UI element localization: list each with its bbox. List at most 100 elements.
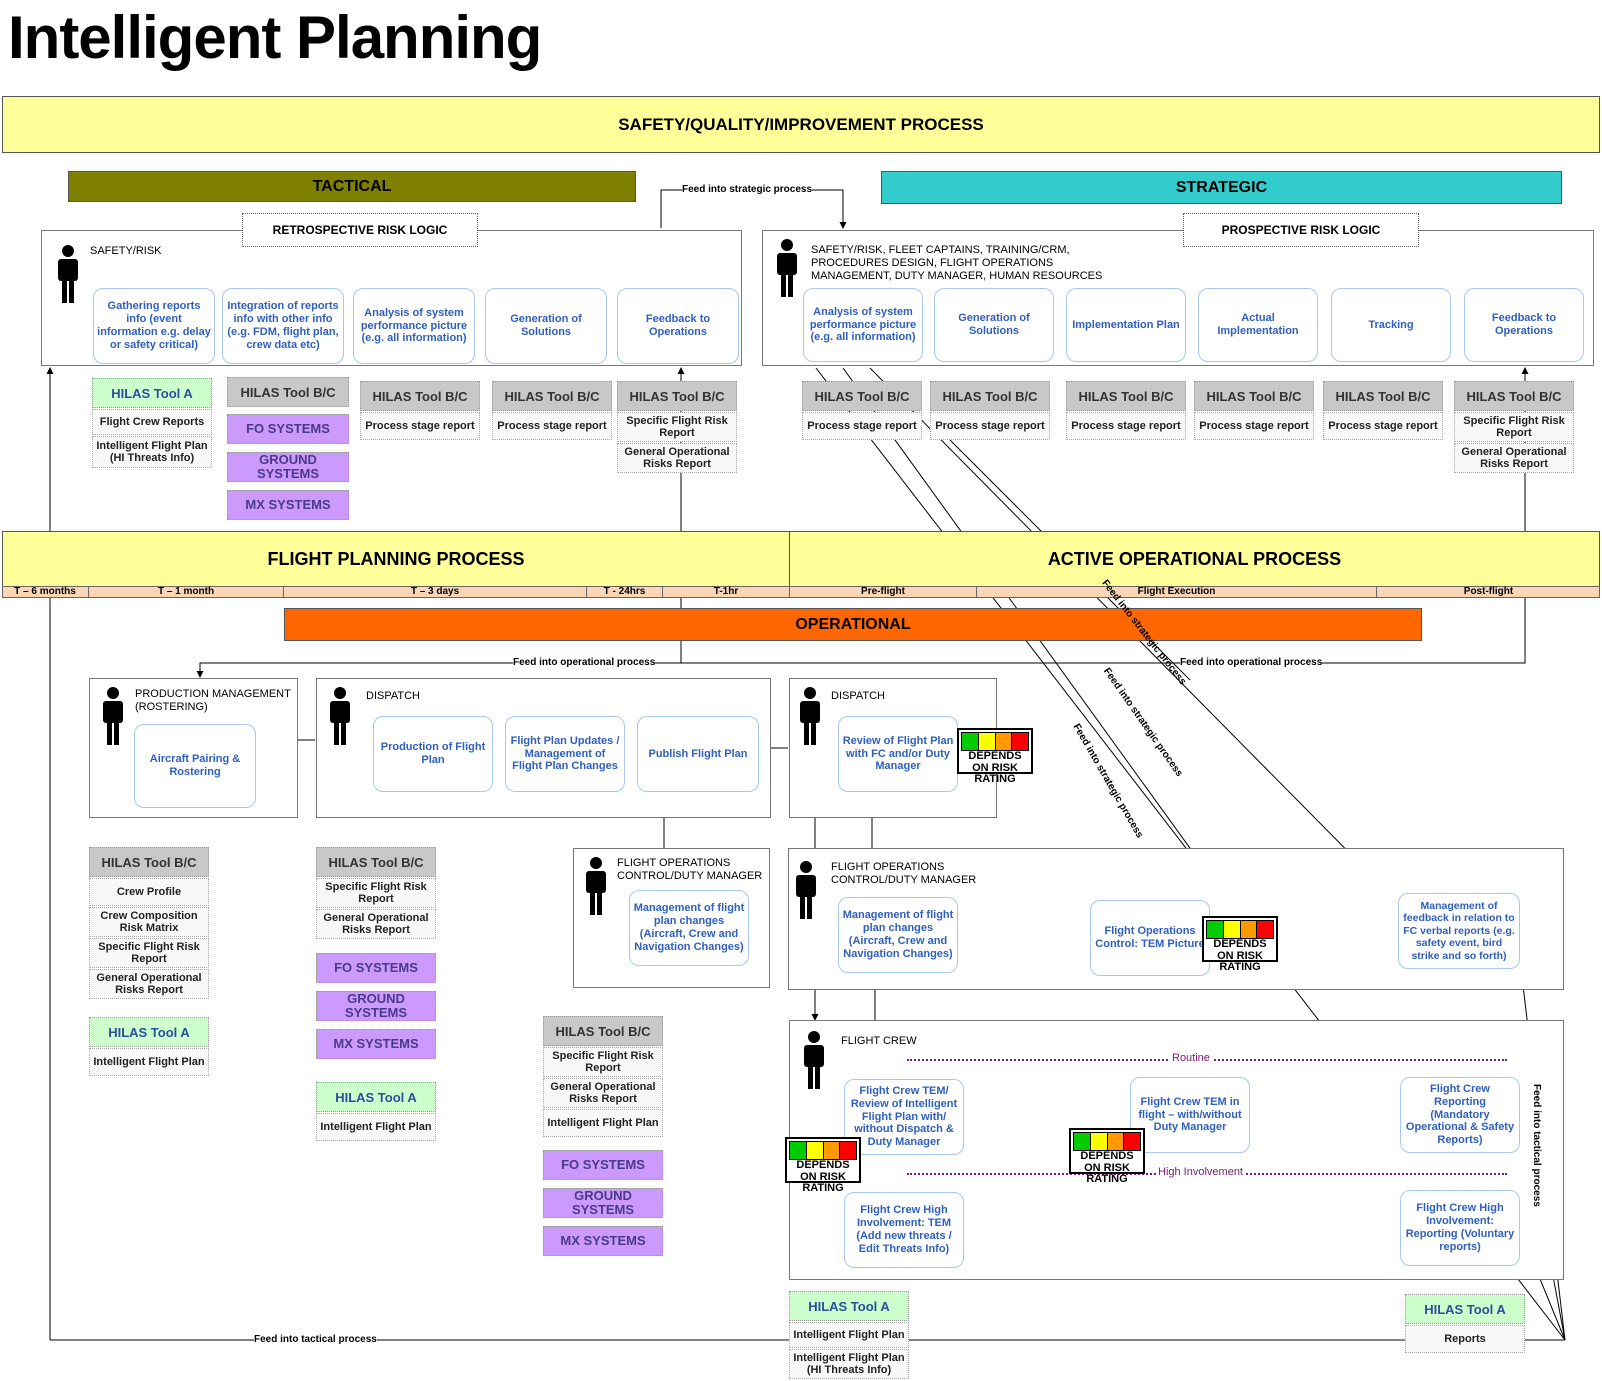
tool-item: General Operational Risks Report	[89, 969, 209, 999]
feed-tactical-label: Feed into tactical process	[1531, 1084, 1542, 1207]
timeline-tick: T-1hr	[663, 586, 790, 598]
tool-item: Process stage report	[802, 412, 922, 440]
person-icon	[800, 687, 820, 745]
strategic-stage-implementation-plan[interactable]: Implementation Plan	[1066, 288, 1186, 362]
hilas-tool-bc: HILAS Tool B/C	[617, 381, 737, 411]
flight-crew-role: FLIGHT CREW	[841, 1035, 917, 1047]
hilas-tool-bc: HILAS Tool B/C	[1194, 381, 1314, 411]
timeline-tick: Post-flight	[1463, 586, 1514, 597]
person-icon	[330, 687, 350, 745]
tool-item: Specific Flight Risk Report	[617, 412, 737, 442]
page-title: Intelligent Planning	[8, 4, 542, 71]
tool-item: Intelligent Flight Plan	[543, 1109, 663, 1137]
hilas-tool-bc: HILAS Tool B/C	[930, 381, 1050, 411]
hilas-tool-bc: HILAS Tool B/C	[316, 847, 436, 877]
strategic-stage-actual-implementation[interactable]: Actual Implementation	[1198, 288, 1318, 362]
tool-item: Process stage report	[492, 412, 612, 440]
strategic-stage-generation[interactable]: Generation of Solutions	[934, 288, 1054, 362]
tool-item: Specific Flight Risk Report	[1454, 412, 1574, 442]
stage-flight-plan-updates[interactable]: Flight Plan Updates / Management of Flig…	[505, 716, 625, 792]
timeline-bar	[2, 586, 1600, 598]
risk-rating-label: DEPENDS ON RISK RATING	[1080, 1150, 1134, 1186]
mx-systems: MX SYSTEMS	[227, 490, 349, 520]
foc-role: FLIGHT OPERATIONS CONTROL/DUTY MANAGER	[617, 857, 763, 882]
hilas-tool-bc: HILAS Tool B/C	[802, 381, 922, 411]
timeline-tick: Pre-flight	[790, 586, 977, 598]
fo-systems: FO SYSTEMS	[543, 1150, 663, 1180]
person-icon	[796, 861, 816, 919]
safety-process-band: SAFETY/QUALITY/IMPROVEMENT PROCESS	[2, 96, 1600, 153]
strategic-band: STRATEGIC	[881, 171, 1562, 204]
strategic-stage-feedback[interactable]: Feedback to Operations	[1464, 288, 1584, 362]
tactical-stage-generation[interactable]: Generation of Solutions	[485, 288, 607, 364]
tactical-band: TACTICAL	[68, 171, 636, 202]
feed-operational-label: Feed into operational process	[1180, 657, 1323, 668]
stage-foc-tem-picture[interactable]: Flight Operations Control: TEM Picture	[1090, 900, 1210, 976]
tactical-stage-analysis[interactable]: Analysis of system performance picture (…	[353, 288, 475, 364]
strategic-role: SAFETY/RISK, FLEET CAPTAINS, TRAINING/CR…	[811, 244, 1103, 282]
production-role: PRODUCTION MANAGEMENT (ROSTERING)	[135, 688, 291, 713]
tool-item: Crew Profile	[89, 878, 209, 906]
stage-management-feedback[interactable]: Management of feedback in relation to FC…	[1398, 893, 1520, 969]
hilas-tool-a: HILAS Tool A	[1405, 1294, 1525, 1324]
active-operational-band: ACTIVE OPERATIONAL PROCESS	[789, 531, 1600, 587]
ground-systems: GROUND SYSTEMS	[543, 1188, 663, 1218]
tool-item: Intelligent Flight Plan	[89, 1048, 209, 1076]
tool-item: Reports	[1405, 1325, 1525, 1353]
stage-management-flight-plan-changes[interactable]: Management of flight plan changes (Aircr…	[629, 890, 749, 966]
person-icon	[586, 857, 606, 915]
hilas-tool-a: HILAS Tool A	[92, 378, 212, 408]
stage-review-flight-plan[interactable]: Review of Flight Plan with FC and/or Dut…	[838, 716, 958, 792]
timeline-tick: T – 3 days	[284, 586, 587, 598]
person-icon	[777, 239, 797, 297]
tool-item: General Operational Risks Report	[617, 443, 737, 473]
tactical-role: SAFETY/RISK	[90, 245, 162, 257]
hilas-tool-bc: HILAS Tool B/C	[1323, 381, 1443, 411]
stage-aircraft-pairing[interactable]: Aircraft Pairing & Rostering	[134, 724, 256, 808]
hilas-tool-a: HILAS Tool A	[316, 1082, 436, 1112]
stage-crew-tem-review[interactable]: Flight Crew TEM/ Review of Intelligent F…	[844, 1079, 964, 1155]
risk-rating-indicator: DEPENDS ON RISK RATING	[957, 728, 1033, 785]
tool-item: General Operational Risks Report	[1454, 443, 1574, 473]
mx-systems: MX SYSTEMS	[543, 1226, 663, 1256]
feed-strategic-label: Feed into strategic process	[682, 184, 813, 195]
tool-item: Intelligent Flight Plan (HI Threats Info…	[92, 436, 212, 468]
strategic-stage-tracking[interactable]: Tracking	[1331, 288, 1451, 362]
tool-item: General Operational Risks Report	[316, 909, 436, 939]
fo-systems: FO SYSTEMS	[316, 953, 436, 983]
tool-item: Process stage report	[930, 412, 1050, 440]
hilas-tool-bc: HILAS Tool B/C	[543, 1016, 663, 1046]
tool-item: Process stage report	[1066, 412, 1186, 440]
tool-item: Specific Flight Risk Report	[543, 1047, 663, 1077]
tactical-stage-feedback[interactable]: Feedback to Operations	[617, 288, 739, 364]
timeline-tick: T – 1 month	[89, 586, 284, 598]
stage-management-flight-plan-changes[interactable]: Management of flight plan changes (Aircr…	[838, 897, 958, 973]
stage-crew-high-tem[interactable]: Flight Crew High Involvement: TEM (Add n…	[844, 1192, 964, 1268]
tactical-stage-gathering[interactable]: Gathering reports info (event informatio…	[93, 288, 215, 364]
hilas-tool-bc: HILAS Tool B/C	[360, 381, 480, 411]
stage-crew-high-reporting[interactable]: Flight Crew High Involvement: Reporting …	[1400, 1190, 1520, 1266]
dispatch-role: DISPATCH	[831, 690, 885, 702]
risk-rating-indicator: DEPENDS ON RISK RATING	[785, 1137, 861, 1194]
tool-item: Flight Crew Reports	[92, 409, 212, 435]
stage-publish-flight-plan[interactable]: Publish Flight Plan	[637, 716, 759, 792]
tool-item: Crew Composition Risk Matrix	[89, 907, 209, 937]
foc-role: FLIGHT OPERATIONS CONTROL/DUTY MANAGER	[831, 861, 977, 886]
flight-planning-band: FLIGHT PLANNING PROCESS	[2, 531, 790, 587]
feed-operational-label: Feed into operational process	[513, 657, 656, 668]
stage-crew-tem-inflight[interactable]: Flight Crew TEM in flight – with/without…	[1130, 1077, 1250, 1153]
hilas-tool-bc: HILAS Tool B/C	[89, 847, 209, 877]
stage-crew-reporting[interactable]: Flight Crew Reporting (Mandatory Operati…	[1400, 1077, 1520, 1153]
dispatch-role: DISPATCH	[366, 690, 420, 702]
timeline-tick: Flight Execution	[977, 586, 1377, 598]
ground-systems: GROUND SYSTEMS	[227, 452, 349, 482]
risk-rating-indicator: DEPENDS ON RISK RATING	[1202, 916, 1278, 973]
timeline-tick: T – 6 months	[2, 586, 89, 598]
person-icon	[804, 1031, 824, 1089]
person-icon	[58, 245, 78, 303]
person-icon	[103, 687, 123, 745]
strategic-stage-analysis[interactable]: Analysis of system performance picture (…	[803, 288, 923, 362]
stage-production-flight-plan[interactable]: Production of Flight Plan	[373, 716, 493, 792]
tactical-stage-integration[interactable]: Integration of reports info with other i…	[222, 288, 344, 364]
hilas-tool-bc: HILAS Tool B/C	[492, 381, 612, 411]
